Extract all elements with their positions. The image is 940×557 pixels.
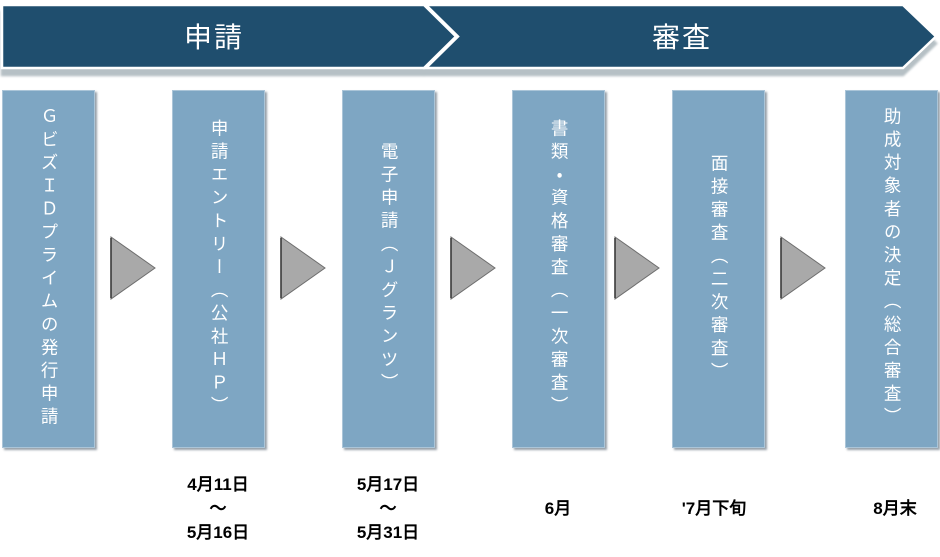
arrow-right-icon — [110, 236, 156, 300]
date-line: 〜 — [209, 498, 227, 518]
step-label: ＧビズＩＤプライムの発行申請 — [39, 107, 60, 431]
phase-banner-application-shape — [0, 3, 458, 70]
date-line: 4月11日 — [187, 474, 249, 494]
step-box-grantee-decision: 助成対象者の決定（総合審査） — [845, 90, 938, 448]
date-line: 5月16日 — [186, 523, 250, 543]
step-box-document-screening: 書類・資格審査（一次審査） — [512, 90, 605, 448]
step-box-interview-screening: 面接審査（二次審査） — [672, 90, 765, 448]
step-box-electronic-application: 電子申請（Ｊグランツ） — [342, 90, 435, 448]
step-label: 助成対象者の決定（総合審査） — [882, 107, 903, 431]
phase-banner-review-shape — [422, 3, 938, 70]
date-line: 5月17日 — [356, 474, 420, 494]
date-label-document-screening: 6月 — [483, 467, 633, 551]
date-line: 5月31日 — [356, 523, 420, 543]
date-label-application-entry: 4月11日 〜 5月16日 — [143, 467, 293, 551]
phase-banners — [0, 3, 938, 70]
step-label: 書類・資格審査（一次審査） — [549, 118, 570, 420]
step-box-application-entry: 申請エントリー（公社ＨＰ） — [172, 90, 265, 448]
arrow-right-icon — [614, 236, 660, 300]
date-label-grantee-decision: 8月末 — [820, 467, 940, 551]
arrow-right-icon — [280, 236, 326, 300]
date-line: '7月下旬 — [681, 498, 747, 518]
step-label: 電子申請（Ｊグランツ） — [379, 141, 400, 397]
date-label-interview-screening: '7月下旬 — [639, 467, 789, 551]
arrow-right-icon — [450, 236, 496, 300]
date-line: 8月末 — [873, 498, 917, 518]
step-label: 面接審査（二次審査） — [709, 153, 730, 385]
arrow-right-icon — [780, 236, 826, 300]
date-label-electronic-application: 5月17日 〜 5月31日 — [313, 467, 463, 551]
step-box-gbizid-issuance: ＧビズＩＤプライムの発行申請 — [2, 90, 95, 448]
date-line: 〜 — [379, 498, 397, 518]
phase-label-review: 審査 — [651, 22, 712, 53]
phase-label-application: 申請 — [183, 22, 244, 53]
step-label: 申請エントリー（公社ＨＰ） — [209, 118, 230, 420]
date-line: 6月 — [544, 498, 572, 518]
